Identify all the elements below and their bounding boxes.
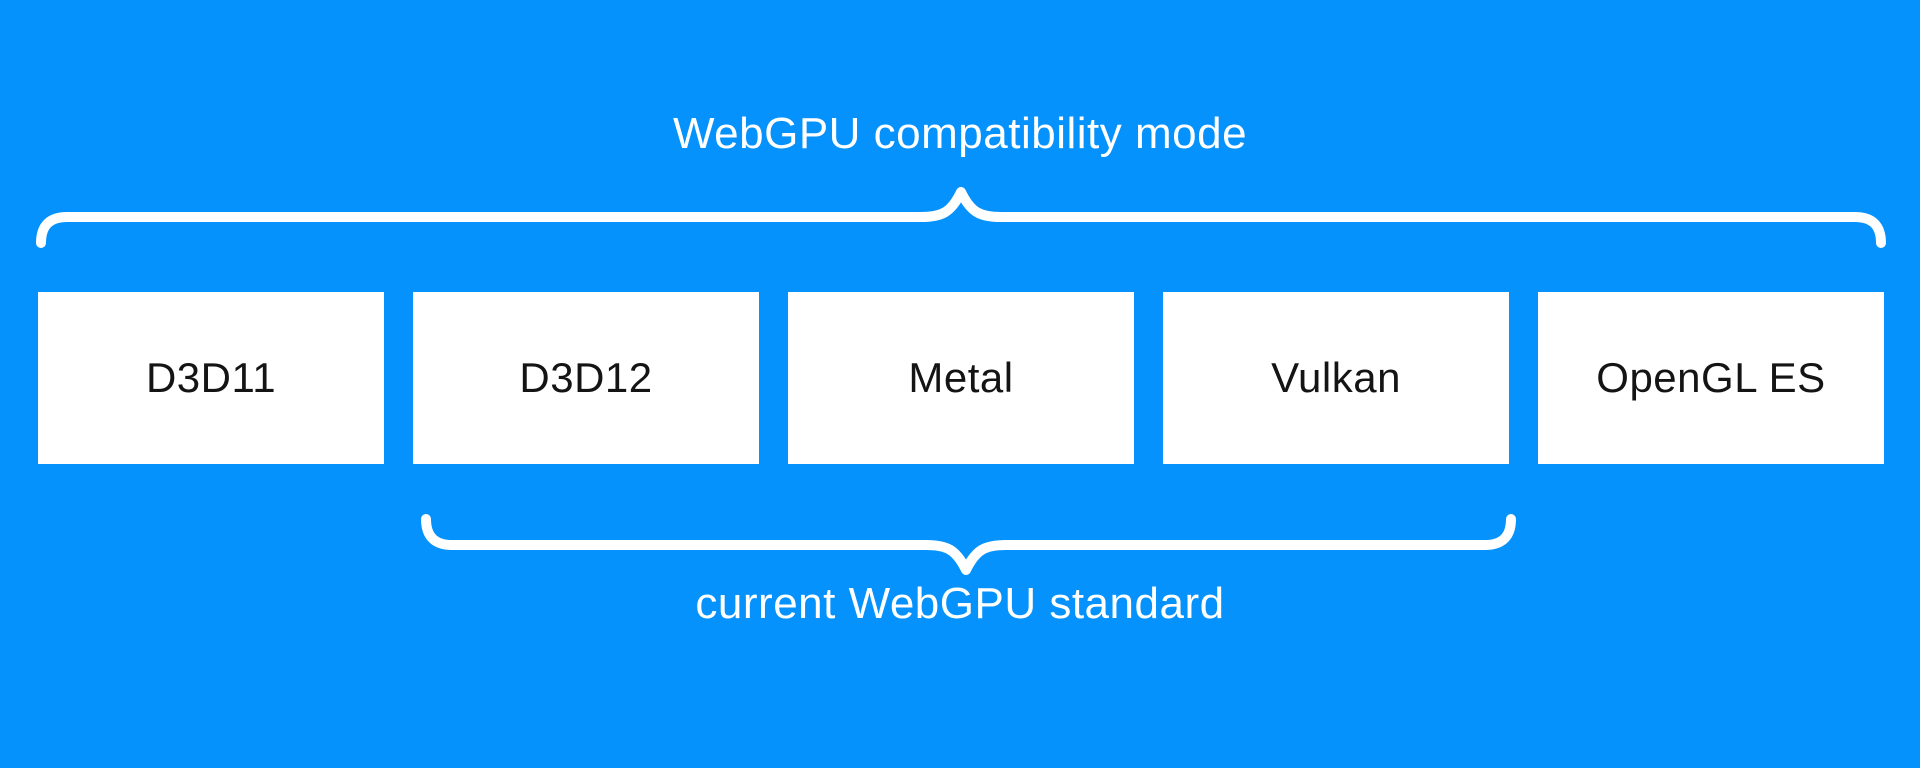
bottom-brace-label: current WebGPU standard	[695, 579, 1225, 628]
box-opengl-es: OpenGL ES	[1538, 292, 1884, 464]
box-d3d12: D3D12	[413, 292, 759, 464]
box-vulkan: Vulkan	[1163, 292, 1509, 464]
box-metal-label: Metal	[908, 354, 1014, 401]
top-brace-label: WebGPU compatibility mode	[672, 109, 1248, 158]
box-metal: Metal	[788, 292, 1134, 464]
api-boxes-row: D3D11 D3D12 Metal Vulkan OpenGL ES	[38, 292, 1884, 464]
box-d3d11-label: D3D11	[145, 354, 277, 401]
top-brace-icon	[36, 187, 1886, 248]
box-vulkan-label: Vulkan	[1271, 354, 1401, 401]
box-d3d12-label: D3D12	[519, 354, 653, 401]
bottom-brace-icon	[421, 514, 1516, 575]
box-opengl-es-label: OpenGL ES	[1596, 354, 1826, 401]
box-d3d11: D3D11	[38, 292, 384, 464]
